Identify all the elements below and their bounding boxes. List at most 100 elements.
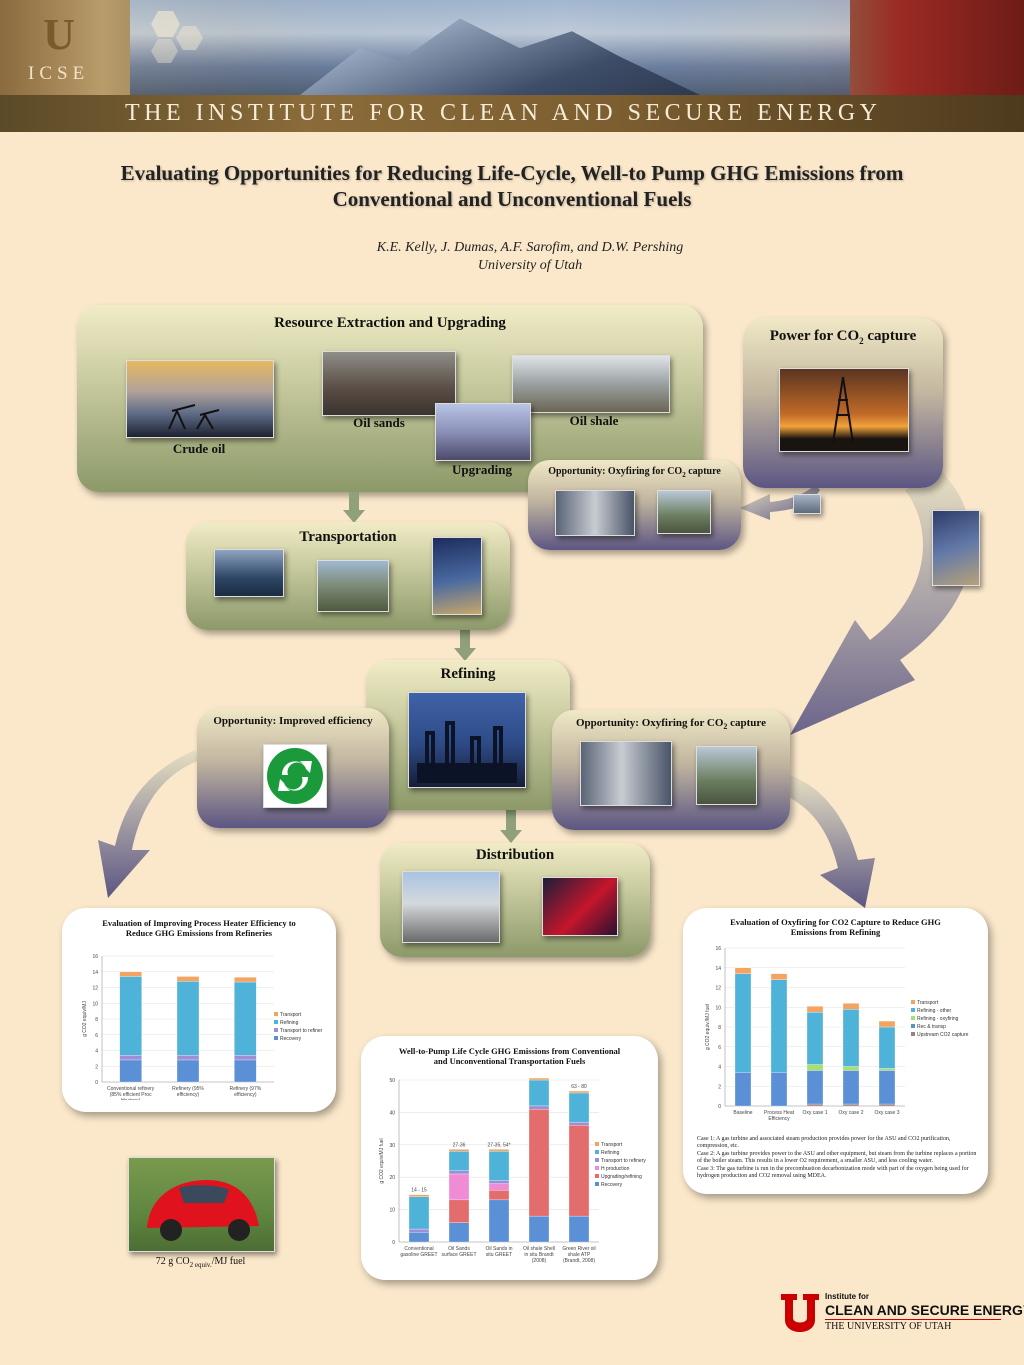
bar-segment — [119, 976, 142, 1056]
x-tick-label: surface GREET — [441, 1252, 476, 1258]
bar-segment — [528, 1105, 550, 1110]
bar-segment — [176, 976, 200, 982]
small-pipeline-photo — [793, 494, 821, 514]
y-tick-label: 12 — [92, 986, 98, 992]
bar-segment — [842, 1003, 860, 1010]
y-tick-label: 4 — [95, 1049, 98, 1055]
chart2-title: Well-to-Pump Life Cycle GHG Emissions fr… — [398, 1046, 621, 1066]
y-tick-label: 6 — [95, 1033, 98, 1039]
legend-swatch — [595, 1150, 599, 1154]
legend-swatch — [595, 1142, 599, 1146]
legend-swatch — [911, 1032, 915, 1036]
legend-swatch — [274, 1020, 278, 1024]
y-tick-label: 12 — [715, 986, 721, 992]
bar-segment — [119, 1059, 142, 1083]
stage-refining: Refining — [366, 660, 570, 810]
bar-segment — [878, 1020, 896, 1028]
car-caption: 72 g CO2 equiv./MJ fuel — [155, 1256, 246, 1269]
y-tick-label: 50 — [389, 1078, 395, 1084]
y-tick-label: 8 — [95, 1017, 98, 1023]
x-tick-label: shale ATP — [568, 1252, 591, 1258]
bar-range-label: 38 - 62 — [531, 1076, 547, 1077]
chart1-title: Evaluation of Improving Process Heater E… — [102, 918, 296, 938]
bar-segment — [568, 1092, 590, 1123]
bar-segment — [878, 1068, 896, 1071]
y-tick-label: 10 — [715, 1005, 721, 1011]
legend-label: Recovery — [601, 1182, 623, 1188]
poster-title-line1: Evaluating Opportunities for Reducing Li… — [120, 161, 904, 185]
bar-range-label: 27-36 — [453, 1142, 466, 1148]
y-tick-label: 14 — [715, 966, 721, 972]
bar-range-label: 63 - 80 — [571, 1084, 587, 1090]
authors-block: K.E. Kelly, J. Dumas, A.F. Sarofim, and … — [200, 239, 860, 275]
x-tick-label: Refinery (97% — [229, 1086, 261, 1092]
legend-label: Recovery — [280, 1036, 302, 1042]
x-tick-label: Refinery (95% — [172, 1086, 204, 1092]
x-tick-label: gasoline GREET — [400, 1252, 437, 1258]
poster-title: Evaluating Opportunities for Reducing Li… — [60, 160, 964, 212]
oxyfiring-equipment-photo — [555, 490, 635, 536]
university-u-logo-footer — [781, 1294, 819, 1332]
bar-segment — [448, 1199, 470, 1223]
legend-swatch — [595, 1182, 599, 1186]
stage-power-co2: Power for CO2 capture — [743, 318, 943, 488]
legend-label: Refining - other — [917, 1008, 952, 1014]
bar-segment — [234, 1059, 257, 1083]
legend-label: H production — [601, 1166, 630, 1172]
bar-segment — [448, 1151, 470, 1171]
y-tick-label: 10 — [92, 1001, 98, 1007]
bar-segment — [878, 1070, 896, 1105]
footer-rule — [825, 1319, 1001, 1320]
legend-label: Refining - oxyfiring — [917, 1016, 959, 1022]
chart-card-heater-efficiency: Evaluation of Improving Process Heater E… — [62, 908, 336, 1112]
oxyfiring-plant-photo — [657, 490, 711, 534]
legend-swatch — [274, 1036, 278, 1040]
x-tick-label: (Brandt, 2008) — [563, 1258, 595, 1264]
bar-segment — [408, 1232, 430, 1243]
oil-sands-photo — [322, 351, 456, 416]
bar-segment — [806, 1064, 824, 1071]
banner-title: THE INSTITUTE FOR CLEAN AND SECURE ENERG… — [125, 100, 882, 126]
bar-segment — [488, 1199, 510, 1243]
university-u-logo: U — [43, 10, 75, 59]
footer-logo: Institute for CLEAN AND SECURE ENERGY TH… — [779, 1292, 1024, 1338]
icse-logo-text: ICSE — [28, 63, 90, 84]
y-axis-label: g CO2 equiv/MJ — [82, 1001, 88, 1037]
hexagon-graphic — [151, 11, 203, 63]
legend-swatch — [595, 1166, 599, 1170]
bar-segment — [806, 1012, 824, 1065]
bar-segment — [568, 1125, 590, 1217]
chart-card-oxyfiring: Evaluation of Oxyfiring for CO2 Capture … — [683, 908, 988, 1194]
x-tick-label: Oil shale Shell — [523, 1246, 555, 1252]
x-tick-label: (85% efficient Proc — [110, 1092, 152, 1098]
bar-segment — [488, 1151, 510, 1181]
y-tick-label: 10 — [389, 1208, 395, 1214]
chart3-note-3: Case 3: The gas turbine is run in the pr… — [697, 1166, 969, 1179]
footer-line1: Institute for — [825, 1292, 869, 1301]
x-tick-label: Green River oil — [562, 1246, 595, 1252]
bar-segment — [488, 1183, 510, 1191]
transportation-title: Transportation — [299, 529, 397, 545]
bar-segment — [448, 1170, 470, 1175]
oxyfiring-equipment-photo-2 — [580, 741, 672, 806]
bar-segment — [408, 1194, 430, 1197]
y-tick-label: 16 — [715, 946, 721, 952]
x-tick-label: situ GREET — [486, 1252, 512, 1258]
legend-swatch — [911, 1008, 915, 1012]
bar-segment — [734, 967, 752, 974]
x-tick-label: in situ Brandt — [524, 1252, 554, 1258]
legend-label: Refining — [601, 1150, 620, 1156]
opportunity-oxyfiring-top: Opportunity: Oxyfiring for CO2 capture — [528, 460, 741, 550]
arrow-transport-to-refining — [454, 628, 476, 661]
bar-segment — [878, 1026, 896, 1069]
oil-shale-photo — [512, 355, 670, 413]
chart3-title: Evaluation of Oxyfiring for CO2 Capture … — [730, 917, 941, 937]
extraction-title: Resource Extraction and Upgrading — [274, 315, 506, 331]
bar-segment — [770, 1072, 788, 1107]
x-tick-label: Heaters) — [121, 1098, 141, 1100]
bar-segment — [408, 1228, 430, 1233]
arrow-efficiency-to-chart — [98, 750, 200, 898]
arrow-extraction-to-transport — [343, 492, 365, 523]
